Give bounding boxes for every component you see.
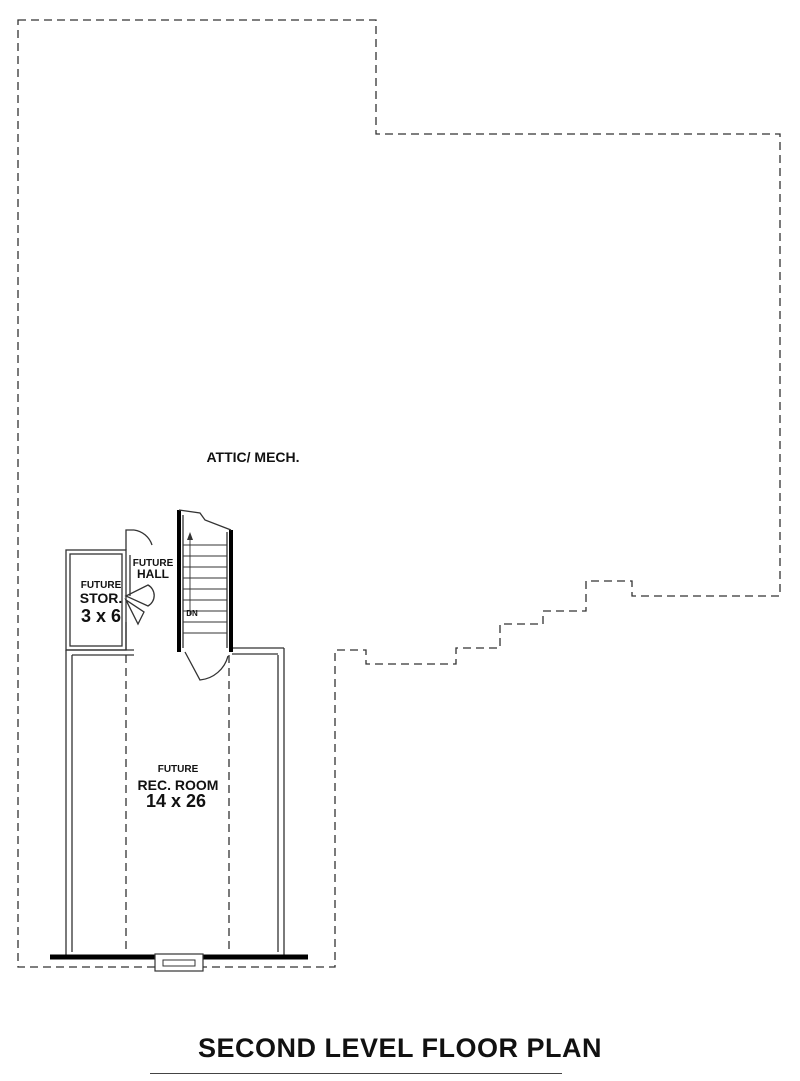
hall-label-line2: HALL xyxy=(137,567,169,581)
knee-wall-lines xyxy=(125,655,230,952)
storage-label-line2: STOR. xyxy=(80,590,123,606)
stair-dn-label: DN xyxy=(186,609,198,618)
attic-outline xyxy=(17,19,781,968)
hall-label-line1: FUTURE xyxy=(133,558,174,569)
attic-label: ATTIC/ MECH. xyxy=(206,449,299,465)
rec-room-walls xyxy=(65,647,285,956)
rec-room-size: 14 x 26 xyxy=(146,791,206,811)
rec-room-label-line2: REC. ROOM xyxy=(138,777,219,793)
plan-title: SECOND LEVEL FLOOR PLAN xyxy=(197,1033,603,1063)
title-underline xyxy=(150,1073,562,1074)
stair xyxy=(177,509,233,681)
front-wall xyxy=(50,953,308,972)
rec-room-label-line1: FUTURE xyxy=(158,764,199,775)
hall-partition xyxy=(124,529,155,650)
storage-size: 3 x 6 xyxy=(81,606,121,626)
storage-label-line1: FUTURE xyxy=(81,580,122,591)
